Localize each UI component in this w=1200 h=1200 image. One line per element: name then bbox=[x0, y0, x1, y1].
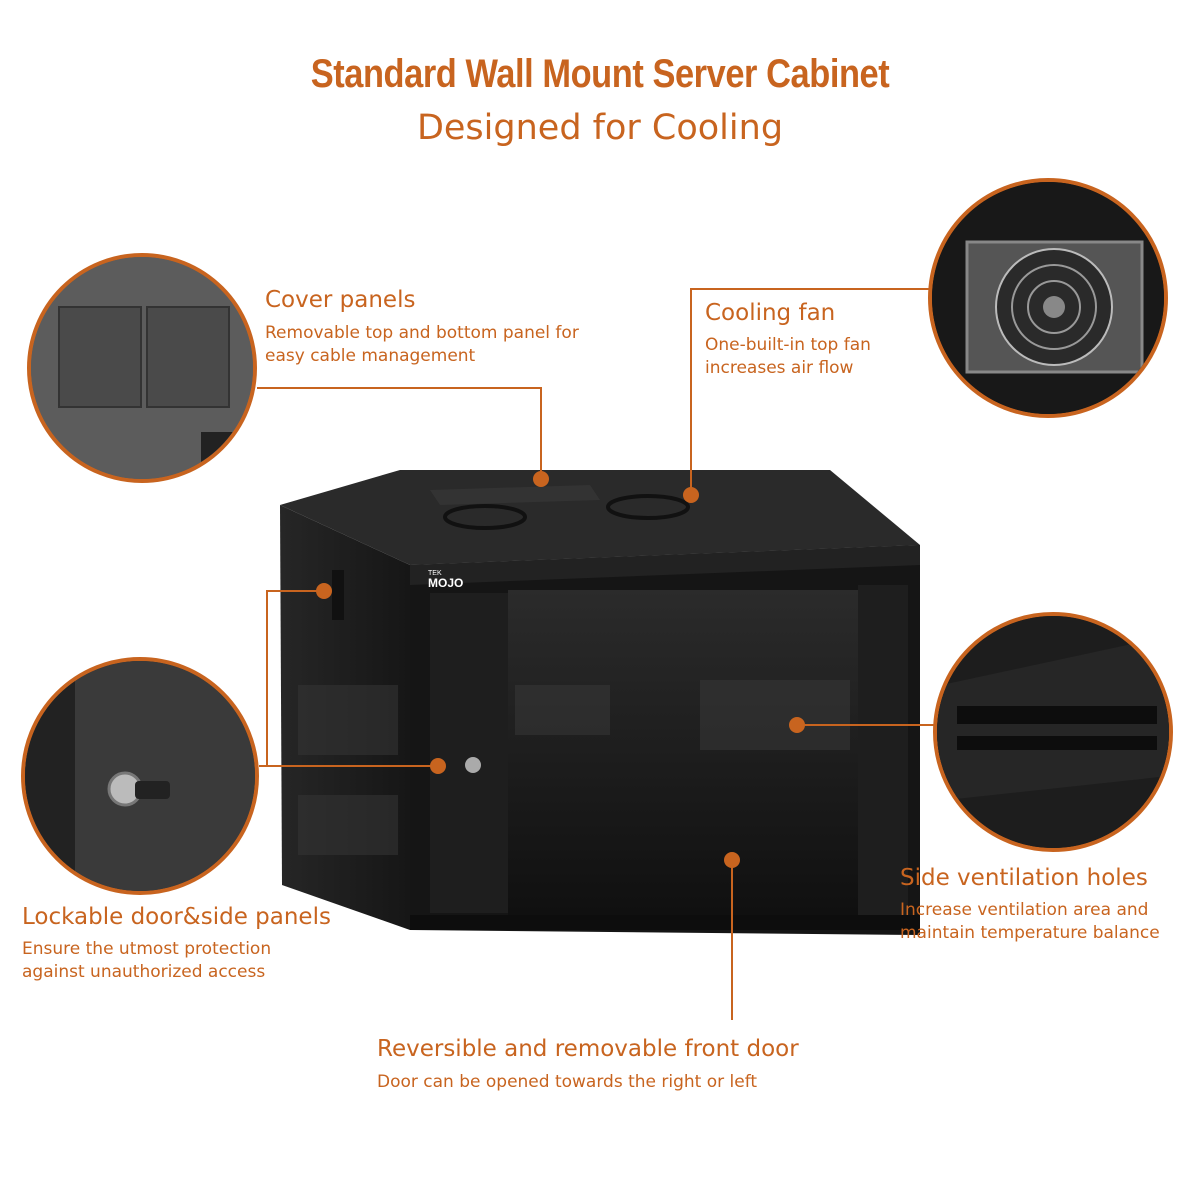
cooling-fan-marker bbox=[683, 487, 699, 503]
cooling-fan-desc-line1: One-built-in top fan bbox=[705, 335, 871, 355]
lockable-connector-v bbox=[266, 590, 268, 765]
lockable-connector-h bbox=[259, 765, 437, 767]
front-door-connector-v bbox=[731, 860, 733, 1020]
lockable-desc-line1: Ensure the utmost protection bbox=[22, 939, 272, 959]
lockable-door-detail-circle bbox=[21, 657, 259, 895]
cover-panels-detail-circle bbox=[27, 253, 257, 483]
lockable-desc-line2: against unauthorized access bbox=[22, 962, 266, 982]
lockable-connector-top bbox=[266, 590, 326, 592]
lockable-side-marker bbox=[316, 583, 332, 599]
cover-panels-detail-image bbox=[31, 257, 253, 479]
cooling-fan-connector-v bbox=[690, 288, 692, 493]
brand-logo-text: MOJO bbox=[428, 576, 464, 590]
side-vent-desc-line2: maintain temperature balance bbox=[900, 923, 1160, 943]
side-vent-detail-image bbox=[937, 616, 1169, 848]
cover-panels-connector-v bbox=[540, 387, 542, 477]
front-door-marker bbox=[724, 852, 740, 868]
side-vent-marker bbox=[789, 717, 805, 733]
front-door-title: Reversible and removable front door bbox=[377, 1036, 799, 1062]
front-door-desc-line1: Door can be opened towards the right or … bbox=[377, 1072, 758, 1092]
cooling-fan-title: Cooling fan bbox=[705, 300, 836, 326]
lockable-door-detail-image bbox=[25, 661, 255, 891]
server-cabinet-illustration bbox=[280, 470, 920, 935]
side-vent-title: Side ventilation holes bbox=[900, 865, 1148, 891]
cooling-fan-connector-h bbox=[690, 288, 930, 290]
lockable-title: Lockable door&side panels bbox=[22, 904, 331, 930]
cooling-fan-detail-image bbox=[932, 182, 1164, 414]
side-vent-desc-line1: Increase ventilation area and bbox=[900, 900, 1149, 920]
cover-panels-marker bbox=[533, 471, 549, 487]
cover-panels-desc-line2: easy cable management bbox=[265, 346, 476, 366]
cover-panels-desc-line1: Removable top and bottom panel for bbox=[265, 323, 579, 343]
page-subtitle: Designed for Cooling bbox=[416, 108, 784, 148]
brand-logo-small: TEK bbox=[428, 570, 442, 577]
brand-logo: TEK MOJO bbox=[428, 570, 463, 589]
lockable-door-marker bbox=[430, 758, 446, 774]
cooling-fan-desc-line2: increases air flow bbox=[705, 358, 854, 378]
cover-panels-connector-h bbox=[257, 387, 541, 389]
cover-panels-title: Cover panels bbox=[265, 287, 416, 313]
side-vent-connector-h bbox=[796, 724, 934, 726]
page-title: Standard Wall Mount Server Cabinet bbox=[310, 52, 890, 96]
cooling-fan-detail-circle bbox=[928, 178, 1168, 418]
side-vent-detail-circle bbox=[933, 612, 1173, 852]
